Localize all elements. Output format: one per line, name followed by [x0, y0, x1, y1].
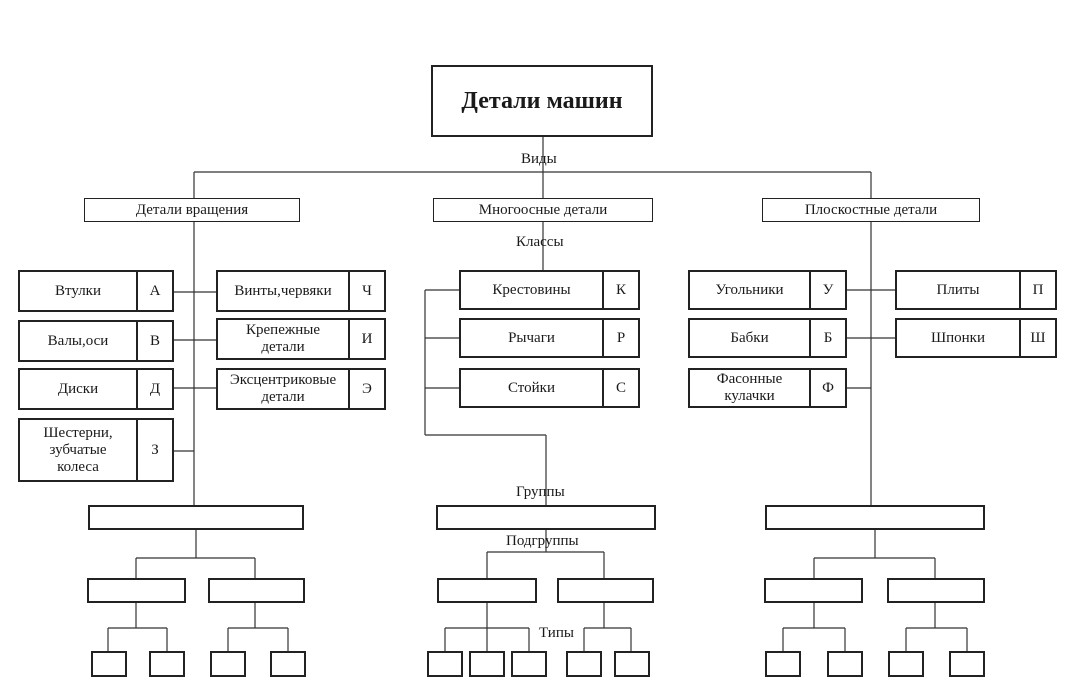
subgroup-node	[764, 578, 863, 603]
class-node: Угольники У	[688, 270, 847, 310]
class-name: Винты,червяки	[234, 282, 332, 299]
class-code: Ф	[809, 370, 845, 406]
class-node: Эксцентриковые детали Э	[216, 368, 386, 410]
class-name: Бабки	[730, 329, 769, 346]
class-name: Втулки	[54, 282, 101, 299]
label-groups: Группы	[516, 484, 565, 500]
class-node: Рычаги Р	[459, 318, 640, 358]
class-node: Фасонные кулачки Ф	[688, 368, 847, 408]
type-node	[566, 651, 602, 677]
label-types: Типы	[537, 625, 576, 642]
type-node	[949, 651, 985, 677]
class-name: Крепежные детали	[246, 322, 320, 355]
type-node	[888, 651, 924, 677]
class-code: П	[1019, 272, 1055, 308]
class-code: Ш	[1019, 320, 1055, 356]
class-node: Бабки Б	[688, 318, 847, 358]
type-node	[511, 651, 547, 677]
class-code: У	[809, 272, 845, 308]
type-node	[270, 651, 306, 677]
type-node	[427, 651, 463, 677]
group-node	[88, 505, 304, 530]
class-node: Диски Д	[18, 368, 174, 410]
class-code: З	[136, 420, 172, 480]
group-node	[436, 505, 656, 530]
type-node	[614, 651, 650, 677]
class-code: Д	[136, 370, 172, 408]
class-name: Плиты	[936, 281, 980, 298]
class-name: Валы,оси	[47, 332, 109, 349]
class-name: Крестовины	[492, 281, 571, 298]
class-node: Плиты П	[895, 270, 1057, 310]
type-node	[149, 651, 185, 677]
category-planar: Плоскостные детали	[762, 198, 980, 222]
root-node: Детали машин	[431, 65, 653, 137]
class-name: Эксцентриковые детали	[229, 372, 337, 405]
type-node	[210, 651, 246, 677]
class-code: Р	[602, 320, 638, 356]
class-name: Рычаги	[508, 329, 555, 346]
category-label: Многоосные детали	[478, 201, 608, 218]
class-node: Крепежные детали И	[216, 318, 386, 360]
class-code: И	[348, 320, 384, 358]
class-code: Ч	[348, 272, 384, 310]
type-node	[827, 651, 863, 677]
category-label: Плоскостные детали	[804, 201, 938, 218]
type-node	[765, 651, 801, 677]
subgroup-node	[437, 578, 537, 603]
type-node	[91, 651, 127, 677]
category-rotation: Детали вращения	[84, 198, 300, 222]
class-node: Валы,оси В	[18, 320, 174, 362]
subgroup-node	[557, 578, 654, 603]
class-code: Б	[809, 320, 845, 356]
class-code: В	[136, 322, 172, 360]
label-classes: Классы	[516, 234, 564, 250]
class-code: А	[136, 272, 172, 310]
class-node: Крестовины К	[459, 270, 640, 310]
class-code: К	[602, 272, 638, 308]
subgroup-node	[208, 578, 305, 603]
class-name: Стойки	[507, 379, 555, 396]
category-label: Детали вращения	[135, 201, 249, 218]
class-code: С	[602, 370, 638, 406]
class-name: Диски	[57, 380, 99, 397]
class-node: Стойки С	[459, 368, 640, 408]
label-kinds: Виды	[521, 151, 557, 167]
subgroup-node	[887, 578, 985, 603]
category-multiaxis: Многоосные детали	[433, 198, 653, 222]
subgroup-node	[87, 578, 186, 603]
label-subgroups: Подгруппы	[506, 533, 579, 549]
root-title: Детали машин	[461, 87, 623, 114]
class-node: Втулки А	[18, 270, 174, 312]
class-name: Шпонки	[930, 329, 985, 346]
type-node	[469, 651, 505, 677]
class-code: Э	[348, 370, 384, 408]
class-node: Винты,червяки Ч	[216, 270, 386, 312]
class-node: Шпонки Ш	[895, 318, 1057, 358]
class-node: Шестерни, зубчатые колеса З	[18, 418, 174, 482]
class-name: Угольники	[715, 281, 784, 298]
class-name: Фасонные кулачки	[716, 371, 783, 404]
class-name: Шестерни, зубчатые колеса	[43, 424, 113, 475]
group-node	[765, 505, 985, 530]
